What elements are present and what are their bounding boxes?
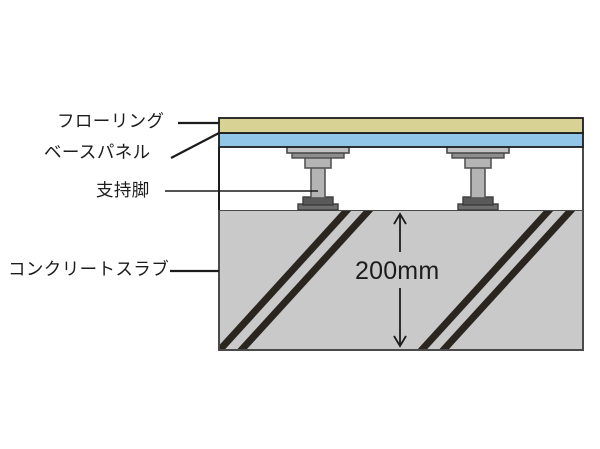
- label-base-panel: ベースパネル: [44, 142, 151, 162]
- flooring-layer: [218, 117, 584, 134]
- leader-base-panel: [170, 132, 220, 159]
- support-leg-right: [446, 143, 510, 211]
- plenum-void: [218, 147, 584, 210]
- label-concrete-slab: コンクリートスラブ: [8, 259, 170, 279]
- base-panel-layer: [218, 132, 584, 148]
- leader-lines: [165, 121, 318, 273]
- label-flooring: フローリング: [57, 111, 165, 131]
- concrete-slab: [218, 209, 584, 351]
- label-dimension-value: 200mm: [355, 257, 440, 285]
- dimension-arrow-200mm: [393, 212, 407, 348]
- label-support-leg: 支持脚: [96, 180, 150, 200]
